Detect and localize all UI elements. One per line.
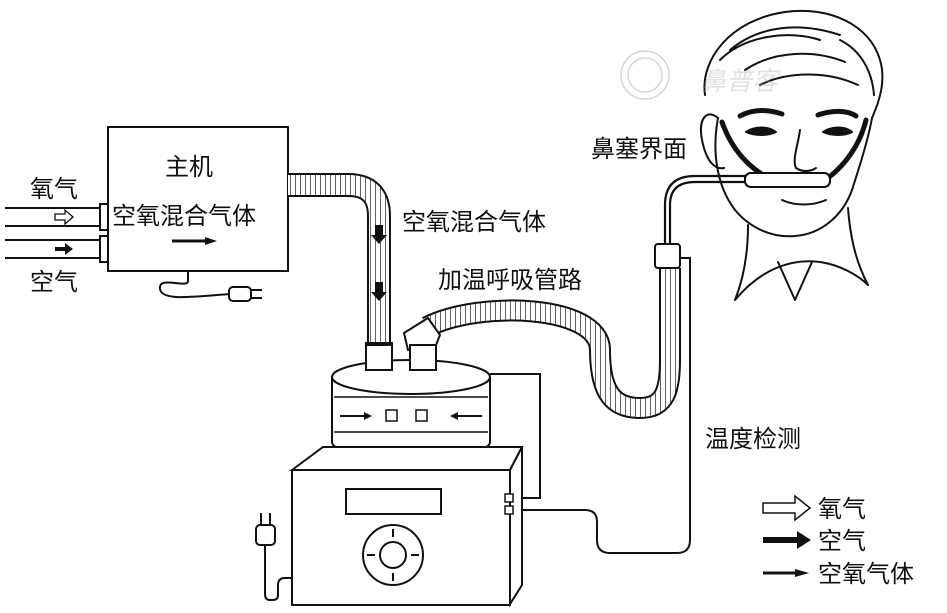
flow-arrow-icon bbox=[371, 225, 387, 301]
label-host-subtitle: 空氧混合气体 bbox=[112, 202, 256, 230]
label-nasal-interface: 鼻塞界面 bbox=[591, 135, 687, 163]
air-inlet-arrow-icon bbox=[55, 243, 73, 255]
label-heated-circuit: 加温呼吸管路 bbox=[438, 266, 582, 294]
watermark-text: 鼻普客 bbox=[700, 67, 781, 97]
display-panel bbox=[345, 488, 442, 515]
supply-tube bbox=[288, 175, 389, 343]
base-power-cable bbox=[255, 513, 292, 601]
label-air-in: 空气 bbox=[30, 268, 78, 296]
inlet-lines bbox=[5, 207, 102, 259]
bold-arrow-icon bbox=[763, 531, 811, 549]
legend-item: 氧气 bbox=[762, 494, 866, 523]
temperature-wire bbox=[490, 257, 691, 554]
label-mixed-gas: 空氧混合气体 bbox=[402, 208, 546, 236]
plug-icon bbox=[228, 286, 262, 302]
label-temp-detection: 温度检测 bbox=[705, 425, 801, 453]
host-unit bbox=[107, 126, 289, 272]
humidifier-base bbox=[288, 446, 524, 608]
humidifier-chamber bbox=[331, 359, 491, 460]
host-mixed-arrow-icon bbox=[172, 237, 217, 245]
legend-label-oxygen: 氧气 bbox=[818, 495, 866, 523]
hollow-arrow-icon bbox=[762, 494, 812, 522]
heated-circuit-tube bbox=[422, 268, 679, 418]
legend-item: 空氧气体 bbox=[763, 560, 914, 588]
legend-label-air: 空气 bbox=[818, 527, 866, 555]
patient-head bbox=[700, 10, 884, 301]
temperature-sensor bbox=[654, 243, 681, 269]
legend-item: 空气 bbox=[763, 527, 866, 555]
oxygen-inlet-arrow-icon bbox=[54, 208, 74, 226]
legend: 氧气 空气 空氧气体 bbox=[762, 494, 914, 588]
seal-watermark: 鼻普客 bbox=[620, 50, 781, 100]
legend-label-mixed: 空氧气体 bbox=[818, 560, 914, 588]
host-power-cable bbox=[159, 271, 231, 299]
label-host-title: 主机 bbox=[165, 153, 213, 181]
label-oxygen-in: 氧气 bbox=[30, 175, 78, 203]
